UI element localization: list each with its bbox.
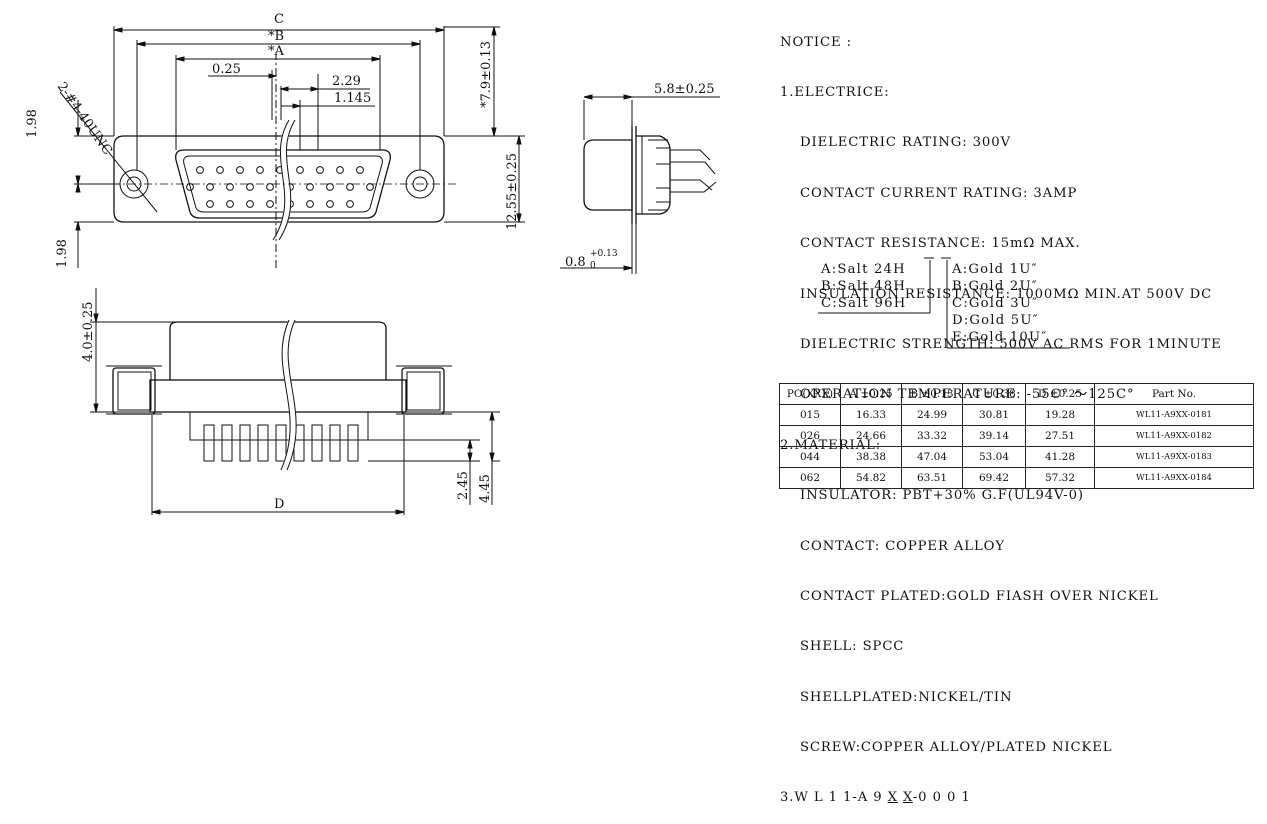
gold-option: A:Gold 1U″ [952, 262, 1038, 277]
dim-2-29: 2.29 [332, 74, 361, 89]
electric-line: CONTACT CURRENT RATING: 3AMP [800, 185, 1078, 201]
table-cell: WL11-A9XX-0181 [1094, 404, 1254, 426]
table-cell: 24.99 [901, 404, 963, 426]
col-header: D ±0.25 [1025, 383, 1095, 405]
col-header: PO(XXX) [779, 383, 841, 405]
table-cell: 41.28 [1025, 446, 1095, 468]
dim-b: *B [268, 29, 284, 44]
table-cell: 27.51 [1025, 425, 1095, 447]
electric-line: INSULATION RESISTANCE: 1000MΩ MIN.AT 500… [800, 286, 1213, 302]
table-cell: WL11-A9XX-0183 [1094, 446, 1254, 468]
col-header: Part No. [1094, 383, 1254, 405]
dim-0-8-minus: 0 [590, 261, 596, 271]
dim-12-55: 12.55±0.25 [505, 153, 520, 230]
dim-screw: 2-#4-40UNC [54, 80, 115, 158]
technical-drawing: C *B *A 0.25 2.29 1.145 2-#4-40UNC 1.98 … [25, 12, 1070, 515]
electric-heading: 1.ELECTRICE: [780, 84, 890, 100]
col-header: B ±0.13 [901, 383, 963, 405]
col-header: C ±0.38 [962, 383, 1026, 405]
code-x1: X [887, 790, 898, 806]
table-cell: 63.51 [901, 467, 963, 489]
electric-line: CONTACT RESISTANCE: 15mΩ MAX. [800, 236, 1081, 252]
front-view [59, 26, 525, 268]
dim-2-45: 2.45 [456, 471, 471, 500]
code-x2: X [903, 790, 913, 806]
gold-option: E:Gold 10U″ [952, 330, 1048, 345]
dim-d: D [274, 497, 284, 512]
gold-option: C:Gold 3U″ [952, 296, 1039, 311]
table-cell: 54.82 [840, 467, 902, 489]
col-header: A ±0.25 [840, 383, 902, 405]
pin-array [186, 166, 374, 208]
dim-5-8: 5.8±0.25 [654, 82, 715, 97]
parts-table: PO(XXX) A ±0.25 B ±0.13 C ±0.38 D ±0.25 … [779, 383, 1254, 489]
dim-1-98-bottom: 1.98 [55, 239, 70, 268]
table-cell: 53.04 [962, 446, 1026, 468]
dim-0-8-plus: +0.13 [590, 249, 618, 259]
table-cell: 24.66 [840, 425, 902, 447]
dim-1-145: 1.145 [334, 91, 371, 106]
table-cell: 16.33 [840, 404, 902, 426]
table-row: 044 38.38 47.04 53.04 41.28 WL11-A9XX-01… [779, 446, 1254, 468]
table-cell: 30.81 [962, 404, 1026, 426]
electric-line: DIELECTRIC STRENGTH: 500V AC RMS FOR 1MI… [800, 336, 1222, 352]
table-cell: 044 [779, 446, 841, 468]
dim-c: C [274, 12, 284, 27]
dim-a: *A [268, 44, 285, 59]
table-cell: 015 [779, 404, 841, 426]
table-header-row: PO(XXX) A ±0.25 B ±0.13 C ±0.38 D ±0.25 … [779, 383, 1254, 405]
table-cell: 57.32 [1025, 467, 1095, 489]
notice-title: NOTICE : [780, 34, 852, 50]
gold-option: D:Gold 5U″ [952, 313, 1039, 328]
table-row: 015 16.33 24.99 30.81 19.28 WL11-A9XX-01… [779, 404, 1254, 426]
material-line: SHELL: SPCC [800, 639, 905, 655]
dim-4-45: 4.45 [478, 474, 493, 503]
table-cell: 33.32 [901, 425, 963, 447]
dim-1-98-top: 1.98 [25, 109, 40, 138]
table-cell: 062 [779, 467, 841, 489]
code-suffix: -0 0 0 1 [912, 790, 971, 806]
material-line: CONTACT: COPPER ALLOY [800, 538, 1005, 554]
table-cell: 19.28 [1025, 404, 1095, 426]
material-line: INSULATOR: PBT+30% G.F(UL94V-0) [800, 488, 1084, 504]
side-view [560, 94, 720, 274]
table-cell: WL11-A9XX-0184 [1094, 467, 1254, 489]
table-cell: 026 [779, 425, 841, 447]
table-row: 062 54.82 63.51 69.42 57.32 WL11-A9XX-01… [779, 467, 1254, 489]
table-row: 026 24.66 33.32 39.14 27.51 WL11-A9XX-01… [779, 425, 1254, 447]
salt-option: A:Salt 24H [821, 262, 906, 277]
ordering-code: 3.W L 1 1-A 9 X X-0 0 0 1 [780, 790, 1222, 807]
table-cell: 69.42 [962, 467, 1026, 489]
table-cell: 39.14 [962, 425, 1026, 447]
material-line: SCREW:COPPER ALLOY/PLATED NICKEL [800, 740, 1113, 756]
table-cell: 47.04 [901, 446, 963, 468]
dim-0-25: 0.25 [212, 62, 241, 77]
gold-option: B:Gold 2U″ [952, 279, 1038, 294]
dim-4-0: 4.0±0.25 [81, 301, 96, 362]
table-cell: WL11-A9XX-0182 [1094, 425, 1254, 447]
code-brackets [818, 257, 1070, 349]
table-cell: 38.38 [840, 446, 902, 468]
salt-option: B:Salt 48H [821, 279, 907, 294]
salt-option: C:Salt 96H [821, 296, 907, 311]
pin-legs [203, 424, 359, 462]
bottom-view [90, 288, 500, 515]
material-line: SHELLPLATED:NICKEL/TIN [800, 689, 1013, 705]
code-prefix: 3.W L 1 1-A 9 [780, 790, 888, 806]
electric-line: DIELECTRIC RATING: 300V [800, 135, 1011, 151]
material-line: CONTACT PLATED:GOLD FIASH OVER NICKEL [800, 588, 1159, 604]
dim-0-8: 0.8 [565, 255, 586, 270]
dim-7-9: *7.9±0.13 [479, 41, 494, 108]
